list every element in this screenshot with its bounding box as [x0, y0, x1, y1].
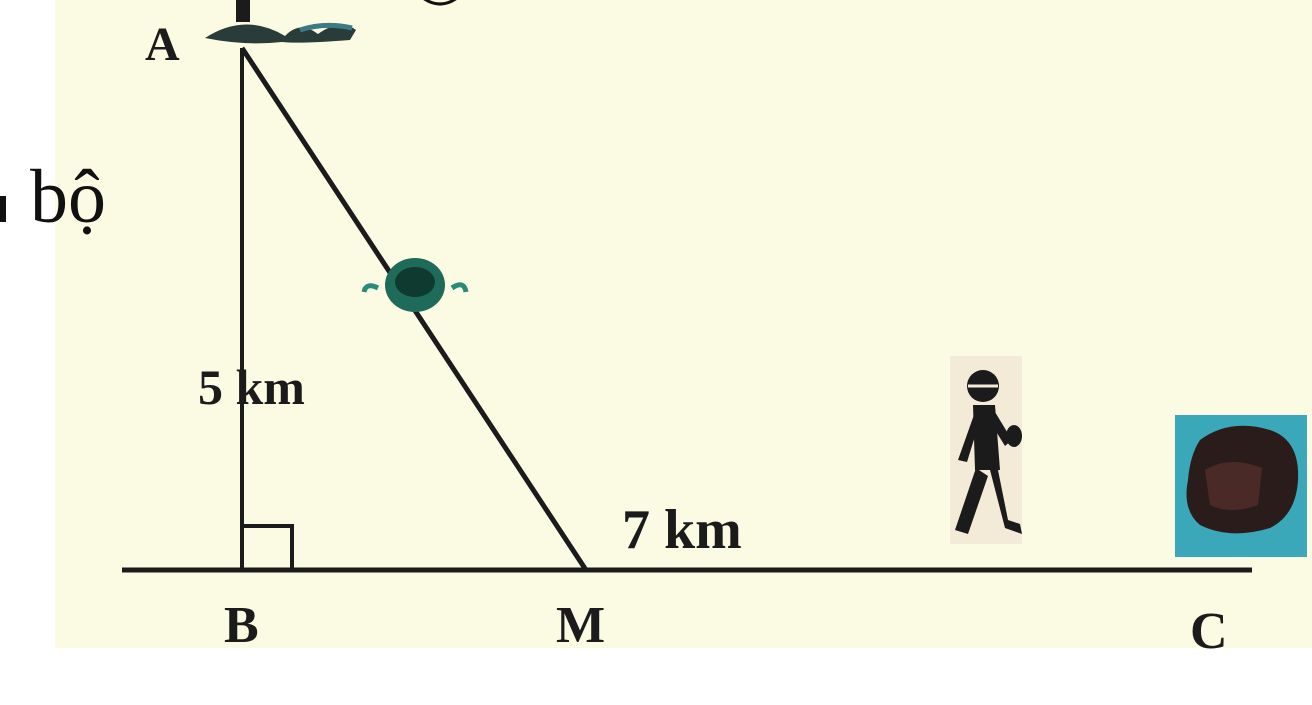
- measure-AB: 5 km: [198, 359, 305, 415]
- label-B: B: [224, 597, 259, 654]
- diagram-background: [55, 0, 1312, 648]
- label-A: A: [145, 18, 180, 71]
- walking-person-icon: [950, 356, 1022, 544]
- right-angle-marker: [242, 524, 294, 570]
- left-word: bộ: [30, 155, 106, 239]
- cropped-letter-fragment: [0, 196, 6, 222]
- boat-icon: [205, 0, 356, 44]
- label-C: C: [1190, 603, 1228, 660]
- measure-MC: 7 km: [622, 499, 742, 561]
- house-icon: [1175, 415, 1307, 557]
- cropped-glyph: [423, 0, 457, 6]
- boat-on-path-icon: [361, 258, 469, 312]
- label-M: M: [556, 597, 605, 654]
